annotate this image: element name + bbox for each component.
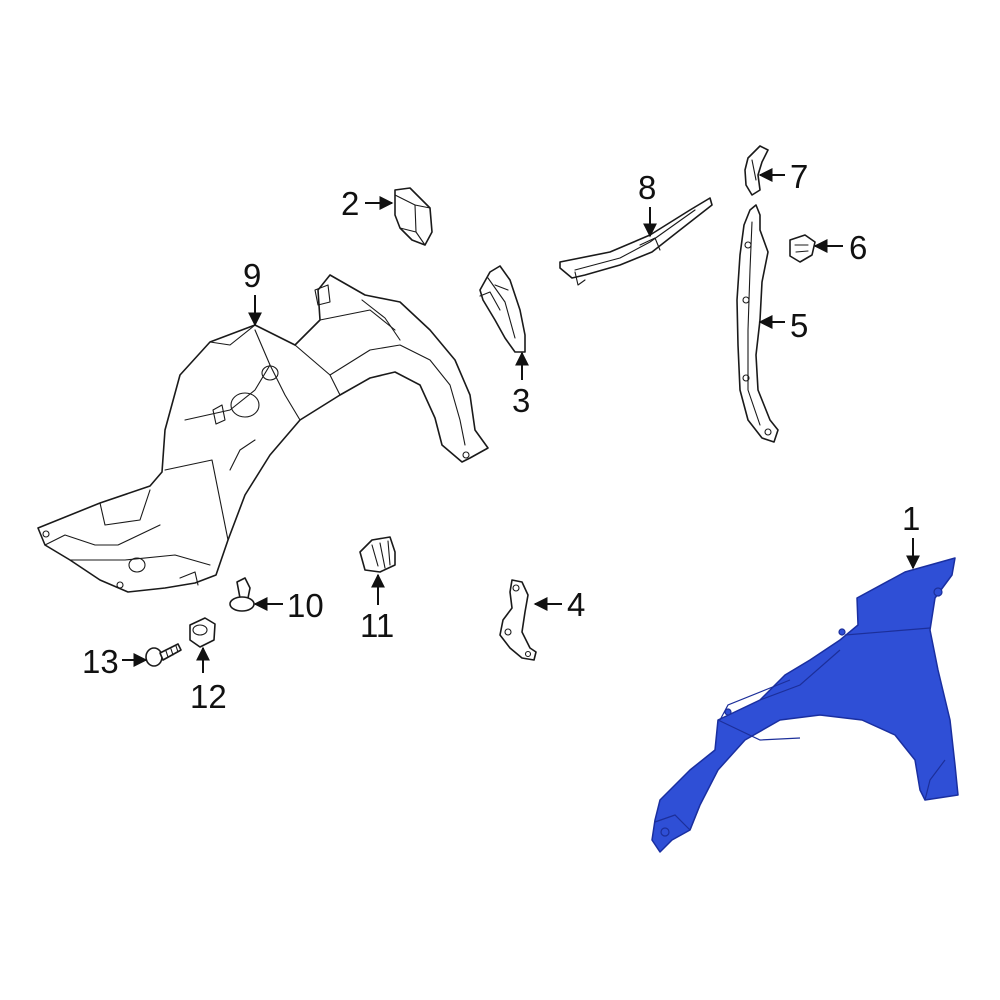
retainer-clip-part[interactable] [359,536,396,573]
callout-11: 11 [360,607,394,644]
long-bracket-part[interactable] [736,204,779,443]
front-fender-part[interactable] [651,557,959,853]
push-clip-part[interactable] [789,234,816,263]
small-clip-part[interactable] [744,145,769,196]
callout-12: 12 [190,678,227,715]
callout-8: 8 [638,169,656,206]
callout-7: 7 [790,158,808,195]
mounting-bracket-part[interactable] [499,579,537,661]
callout-1: 1 [902,500,920,537]
fender-liner-part[interactable] [37,274,489,593]
bracket-part[interactable] [479,265,526,353]
screw-part[interactable] [145,643,182,667]
callout-5: 5 [790,307,808,344]
callout-4: 4 [567,586,585,623]
callout-13: 13 [82,643,119,680]
callout-2: 2 [341,185,359,222]
callout-6: 6 [849,229,867,266]
push-pin-part[interactable] [229,577,255,612]
clip-bracket-part[interactable] [394,187,433,246]
callout-9: 9 [243,257,261,294]
callout-3: 3 [512,382,530,419]
nut-part[interactable] [189,617,216,648]
callout-10: 10 [287,587,324,624]
seal-strip-part[interactable] [559,197,713,286]
